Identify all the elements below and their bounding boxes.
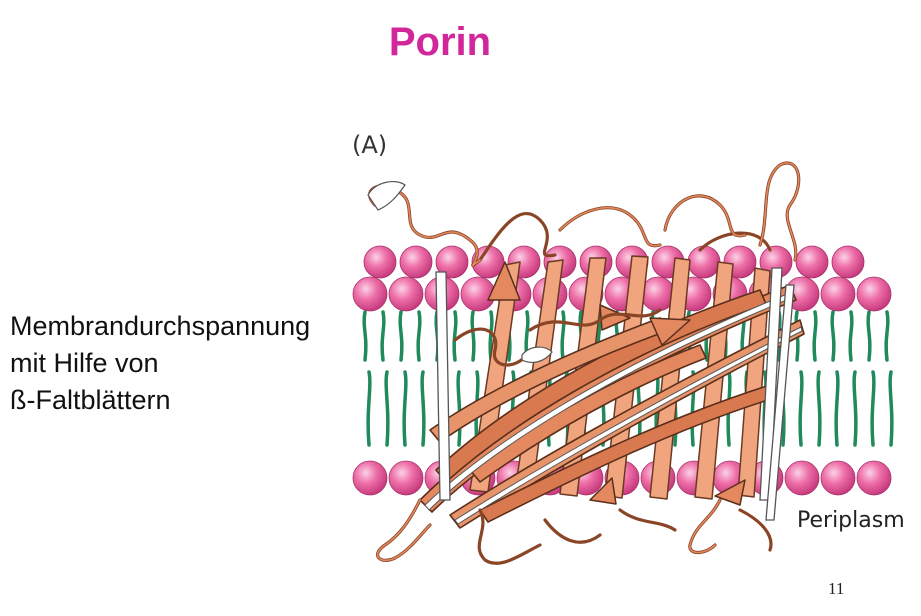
lipid-head [856, 460, 892, 496]
lipid-tail [852, 370, 858, 447]
slide-title: Porin [388, 20, 492, 64]
lipid-tail [398, 310, 404, 362]
lipid-head [856, 276, 892, 312]
lipid-tail [816, 370, 822, 447]
lipid-tail [362, 310, 368, 362]
page-number: 11 [828, 579, 845, 598]
lipid-head [352, 460, 388, 496]
lipid-tail [402, 370, 408, 447]
lipid-head [820, 460, 856, 496]
lipid-tail [870, 370, 876, 447]
barrel-side-strands [435, 267, 795, 521]
lipid-head [388, 276, 424, 312]
lipid-head [687, 245, 721, 279]
caption-text: Membrandurchspannung mit Hilfe von ß-Fal… [10, 308, 310, 419]
lipid-tail [560, 310, 566, 362]
periplasm-label: Periplasm [797, 508, 905, 533]
lipid-tail [812, 310, 818, 362]
lipid-tail [452, 310, 458, 362]
lipid-head [399, 245, 433, 279]
lipid-tail [834, 370, 840, 447]
lipid-tail [384, 370, 390, 447]
lipid-tail [798, 370, 804, 447]
panel-label: (A) [352, 131, 388, 159]
lipid-tail [470, 310, 476, 362]
strand-arrowheads [487, 261, 746, 506]
mid-helix-patch [521, 346, 553, 363]
lipid-tail [866, 310, 872, 362]
top-helix-patch [367, 181, 406, 211]
lipid-tail [380, 310, 386, 362]
lipid-head [820, 276, 856, 312]
lipid-tail [420, 370, 426, 447]
lipid-heads-outer [352, 245, 892, 312]
caption-line-2: mit Hilfe von [10, 348, 159, 378]
lipid-tail [884, 310, 890, 362]
lipid-tail [416, 310, 422, 362]
lipid-head [388, 460, 424, 496]
lipid-head [352, 276, 388, 312]
barrel-front-strands [419, 284, 805, 529]
caption-line-1: Membrandurchspannung [10, 311, 311, 341]
lipid-tail [366, 370, 372, 447]
lipid-tail [830, 310, 836, 362]
lipid-head [435, 245, 469, 279]
caption-line-3: ß-Faltblättern [10, 385, 171, 415]
lipid-head [784, 460, 820, 496]
lipid-tail [888, 370, 894, 447]
lipid-tail [456, 370, 462, 447]
lipid-tail [848, 310, 854, 362]
porin-beta-barrel [367, 161, 805, 565]
lipid-head [795, 245, 829, 279]
lipid-head [363, 245, 397, 279]
lipid-head [831, 245, 865, 279]
